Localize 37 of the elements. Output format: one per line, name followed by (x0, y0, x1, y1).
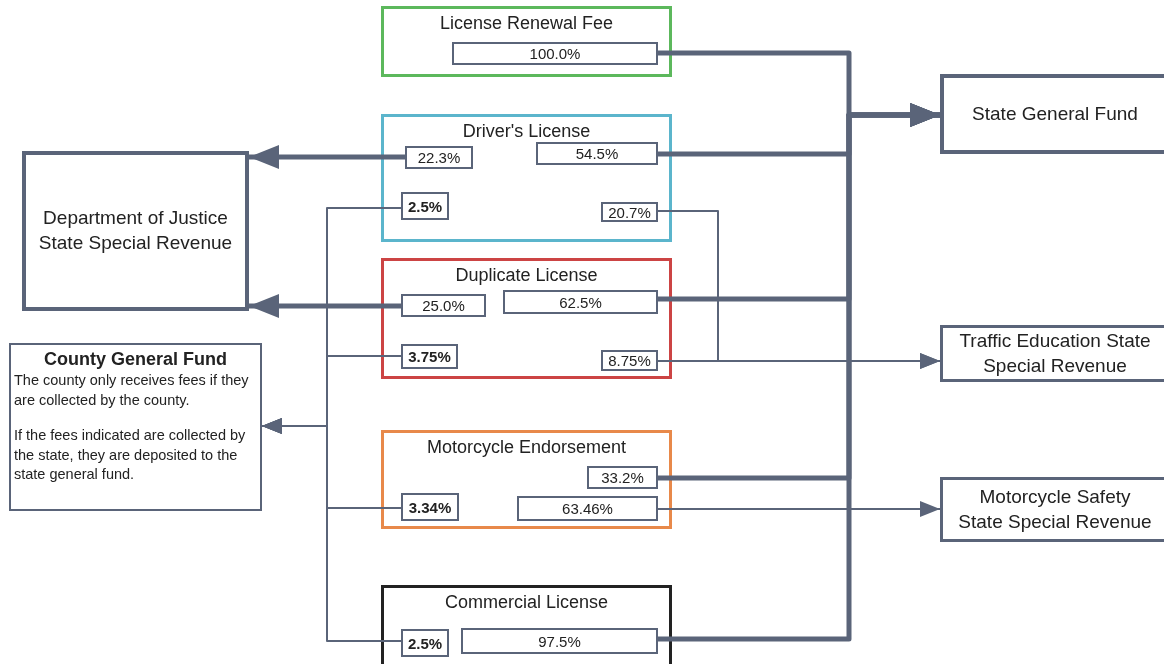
category-box (381, 258, 672, 379)
percentage-box: 22.3% (405, 146, 473, 169)
arrow (249, 294, 401, 318)
percentage-box: 97.5% (461, 628, 658, 654)
percentage-box: 8.75% (601, 350, 658, 371)
arrow (249, 145, 405, 169)
box-title: Driver's License (461, 121, 592, 142)
percentage-box: 54.5% (536, 142, 658, 165)
percentage-box: 62.5% (503, 290, 658, 314)
fund-box: Motorcycle Safety State Special Revenue (940, 477, 1164, 542)
category-box (381, 114, 672, 242)
note-text: If the fees indicated are collected by the state, they are deposited to the state general fund. (14, 426, 247, 485)
fund-box: Department of Justice State Special Revenue (22, 151, 249, 311)
box-title: Commercial License (443, 592, 610, 613)
fund-box (9, 343, 262, 511)
box-title: Duplicate License (454, 265, 599, 286)
note-text: The county only receives fees if they are collected by the county. (14, 371, 250, 410)
category-box (381, 585, 672, 664)
percentage-box: 2.5% (401, 192, 449, 220)
fund-title: County General Fund (43, 349, 228, 370)
box-title: Motorcycle Endorsement (425, 437, 628, 458)
box-title: License Renewal Fee (438, 13, 615, 34)
percentage-box: 33.2% (587, 466, 658, 489)
category-box (381, 430, 672, 529)
arrow (657, 501, 941, 517)
percentage-box: 25.0% (401, 294, 486, 317)
fund-box: State General Fund (940, 74, 1164, 154)
percentage-box: 3.75% (401, 344, 458, 369)
fund-box: Traffic Education State Special Revenue (940, 325, 1164, 382)
category-box (381, 6, 672, 77)
arrow (657, 353, 941, 369)
percentage-box: 3.34% (401, 493, 459, 521)
arrow (261, 418, 402, 642)
percentage-box: 2.5% (401, 629, 449, 657)
percentage-box: 100.0% (452, 42, 658, 65)
percentage-box: 20.7% (601, 202, 658, 222)
percentage-box: 63.46% (517, 496, 658, 521)
